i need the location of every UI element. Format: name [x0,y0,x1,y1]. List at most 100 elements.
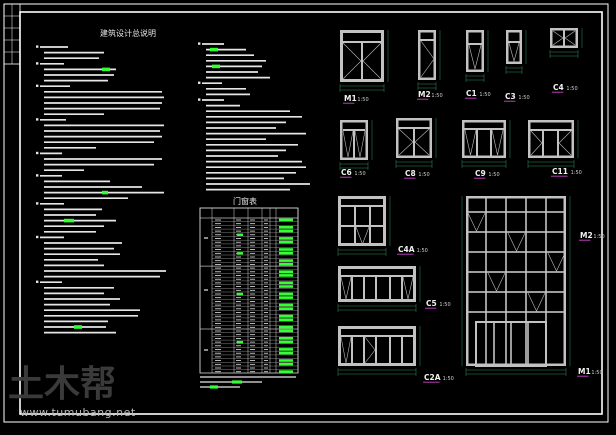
transom [468,251,564,253]
door-window-schedule: 门窗表 [199,196,299,389]
note-heading-marker [198,98,201,101]
mullion [369,207,371,245]
schedule-remark-highlight [279,248,293,251]
label-c6: C6 [341,168,352,177]
transom [468,291,564,293]
mullion [351,337,353,365]
elevation-c4 [550,28,578,48]
transom [508,41,520,43]
mullion [527,323,529,365]
frame-opening [420,32,434,78]
elevation-c11 [528,120,574,158]
schedule-remark-highlight [279,226,293,229]
design-notes: 建筑设计总说明 [36,28,310,334]
note-highlight [102,67,110,72]
scale-text: 1:50 [431,93,442,99]
schedule-cell-highlight [237,233,243,236]
elevation-curtain-wall [466,196,566,367]
mullion [363,277,365,301]
opening-indicator [467,212,486,232]
scale-text: 1:50 [518,95,529,101]
mullion [353,131,355,158]
label-m2: M2 [418,90,431,99]
frame-opening [464,122,504,156]
opening-indicator [355,226,370,245]
label-m1: M1 [344,94,357,103]
opening-indicator [342,130,354,158]
transom [530,129,572,131]
elevation-c3 [506,30,522,64]
label-c1: C1 [466,89,477,98]
mullion [413,129,415,156]
opening-indicator [420,40,435,78]
schedule-remark-highlight [279,314,293,318]
transom [398,127,430,129]
schedule-remark-highlight [279,337,293,340]
label-c4: C4 [553,83,564,92]
elevation-c8 [396,118,432,158]
elevation-m1 [340,30,384,82]
mullion [557,131,559,156]
opening-indicator [558,130,572,156]
mullion [375,277,377,301]
notes-right-column [198,42,310,191]
opening-indicator [398,128,414,156]
schedule-remark-highlight [279,325,293,329]
schedule-remark-highlight [279,270,293,273]
schedule-grid [199,207,299,373]
mullion [361,42,363,79]
transom [468,311,564,313]
mullion [351,277,353,301]
scale-text: 1:50 [443,376,454,382]
note-highlight [210,47,218,52]
mullion [389,337,391,365]
schedule-remark-highlight [279,251,293,255]
frame-opening [508,32,520,62]
mullion [354,207,356,245]
watermark-logo: 土木帮 [8,363,116,405]
transom [420,39,434,41]
mullion [485,198,487,364]
schedule-remark-highlight [279,263,293,266]
frame-opening [468,198,564,364]
opening-indicator [547,252,566,272]
entrance-door-frame [475,321,547,367]
opening-indicator [491,129,504,156]
elevation-c1 [466,30,484,72]
schedule-remark-highlight [279,274,293,277]
opening-indicator [527,292,546,312]
transom [343,129,365,131]
elevation-c6 [340,120,368,160]
note-heading-marker [36,202,39,205]
scale-text: 1:50 [593,234,604,240]
scale-text: 1:50 [357,97,368,103]
elevation-c2a [338,326,416,366]
opening-indicator [508,42,520,63]
label-c9: C9 [475,169,486,178]
schedule-remark-highlight [279,285,293,288]
note-heading-marker [198,42,201,45]
note-heading-marker [36,280,39,283]
note-highlight [64,218,74,223]
mullion [389,277,391,301]
transom [341,335,413,337]
scale-text: 1:50 [571,170,582,176]
opening-indicator [552,30,564,46]
schedule-cell-highlight [237,292,243,296]
scale-text: 1:50 [488,172,499,178]
watermark: 土木帮 www.tumubang.net [8,363,135,419]
mullion [563,30,565,46]
label-m1-curtain: M1 [578,367,591,376]
schedule-remark-highlight [279,348,293,351]
mullion [476,130,478,156]
schedule-cell-highlight [237,340,243,344]
label-c3: C3 [505,92,516,101]
elevation-c5 [338,266,416,302]
schedule-remark-highlight [279,329,293,333]
schedule-remark-highlight [279,370,293,373]
schedule-remark-highlight [279,303,293,307]
transom [468,231,564,233]
opening-indicator [340,276,352,300]
opening-indicator [468,44,482,70]
